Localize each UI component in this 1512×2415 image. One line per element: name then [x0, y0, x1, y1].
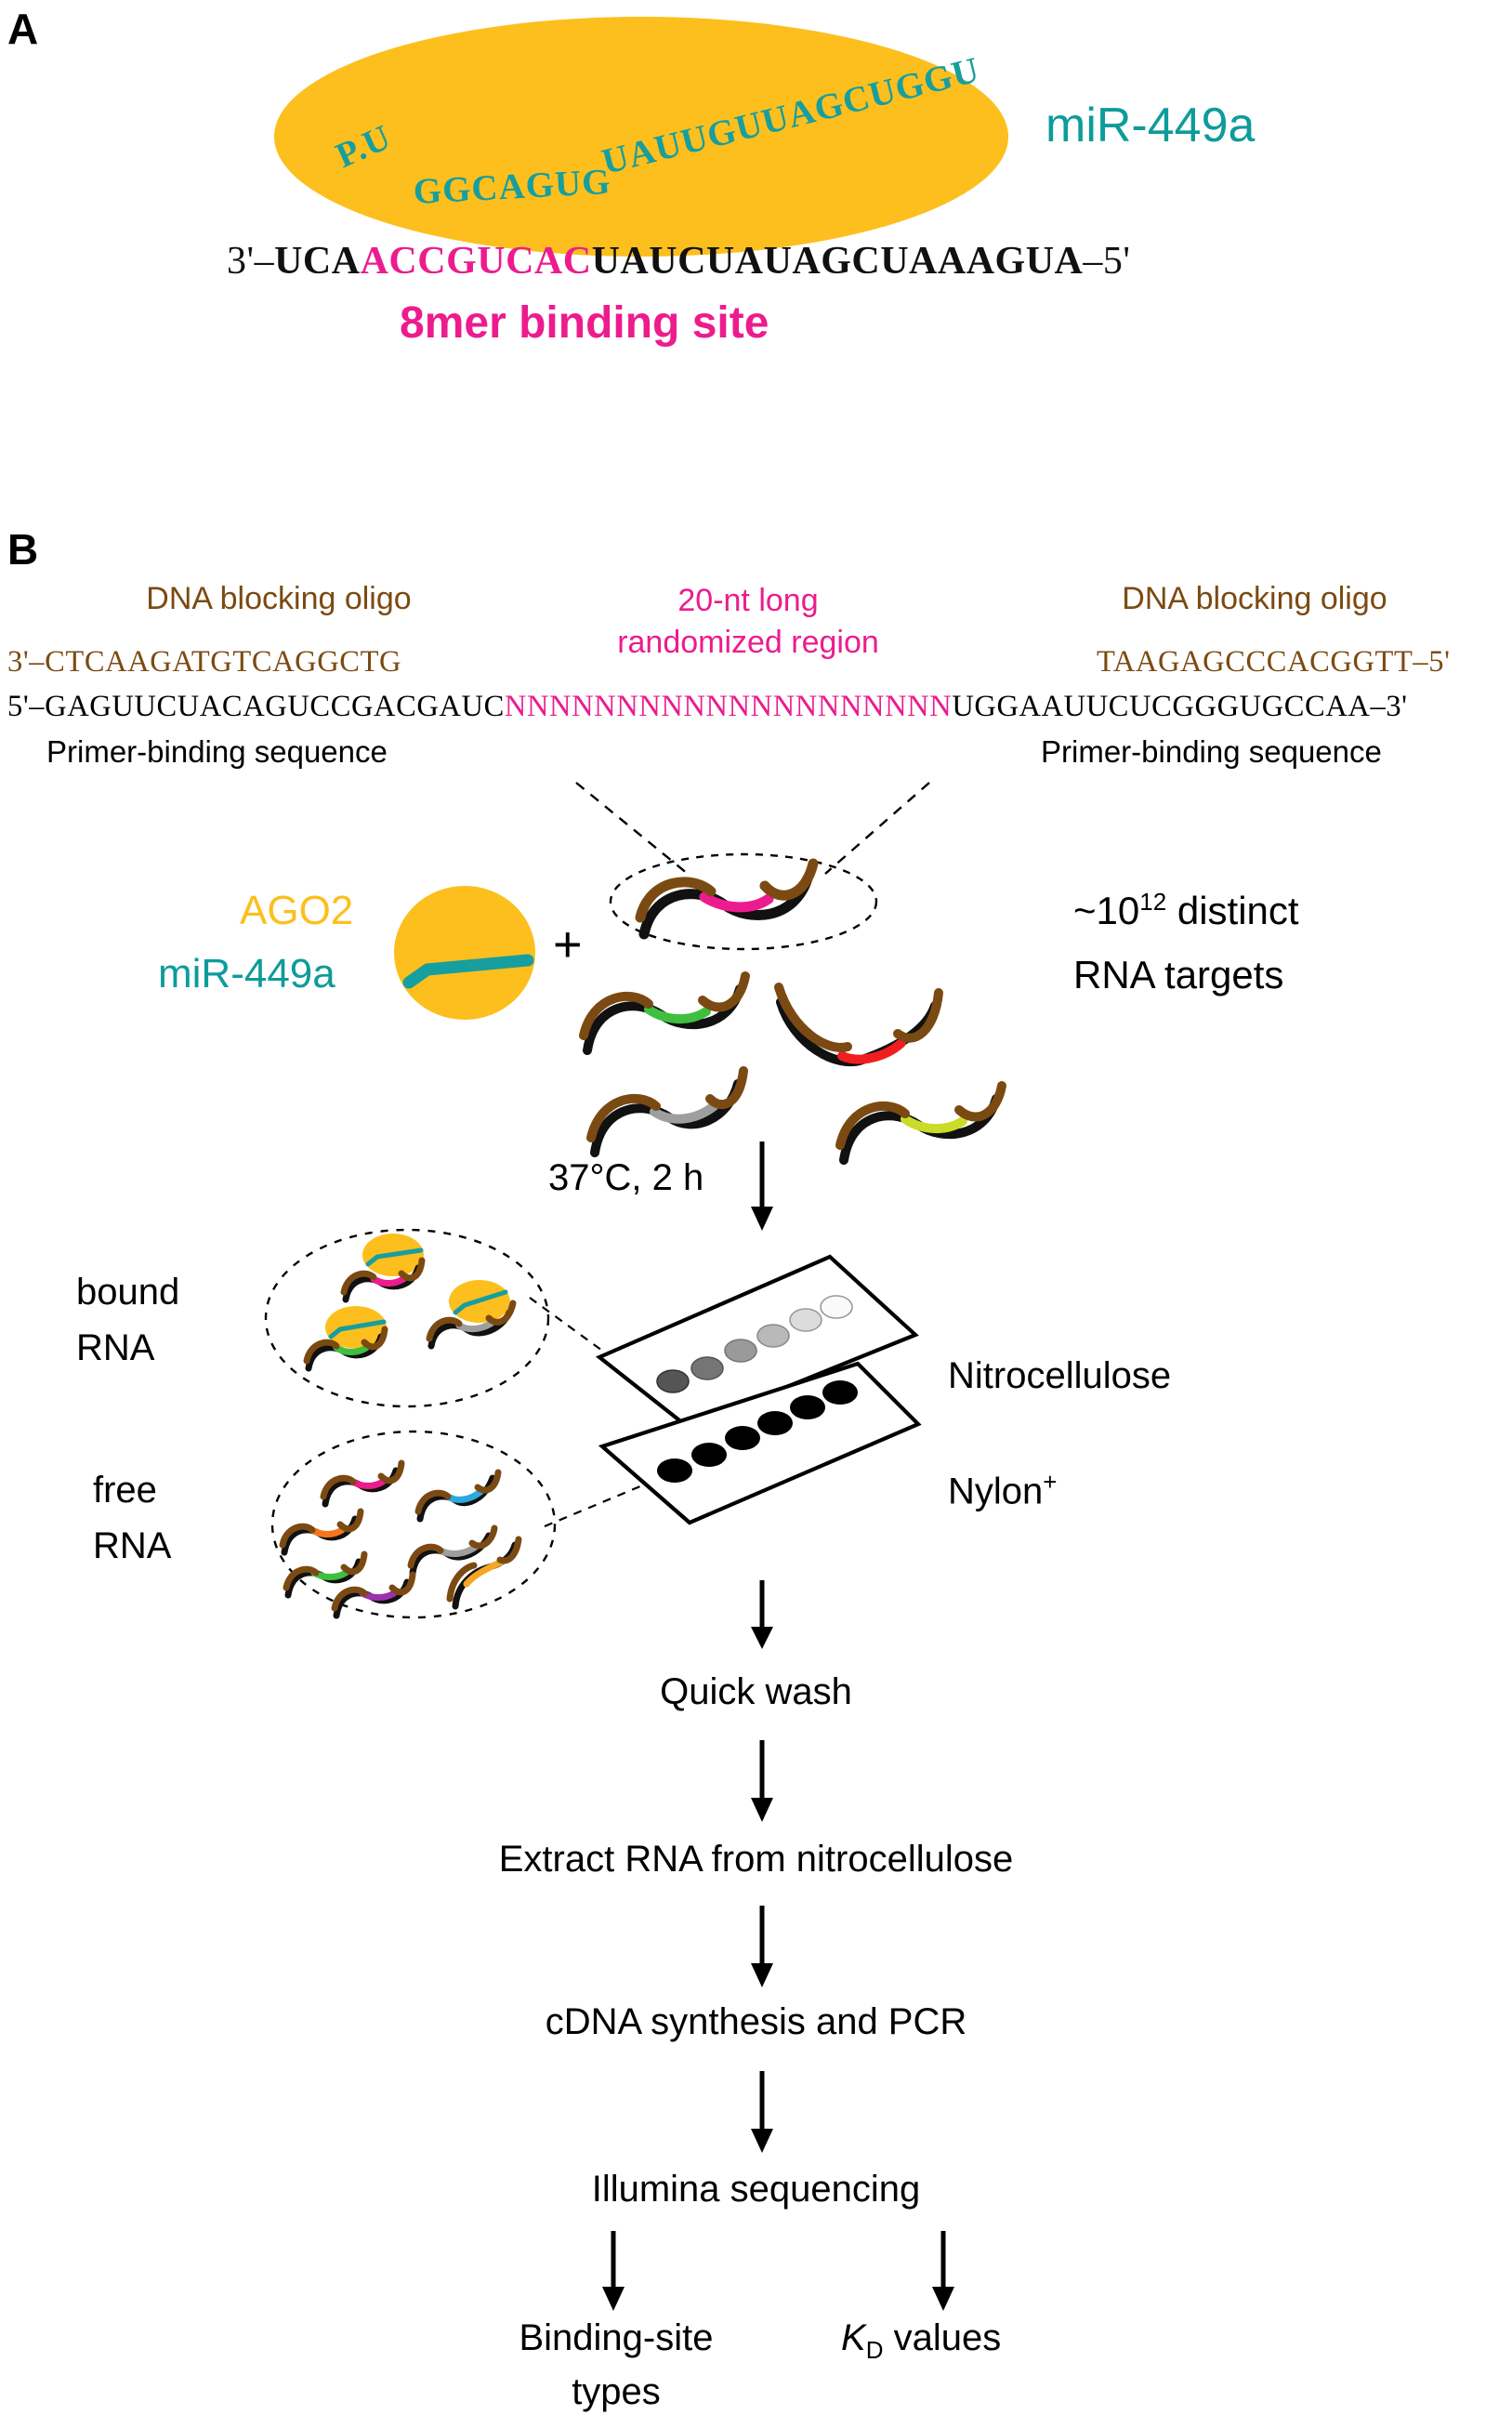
outcome-binding-site-types-line1: Binding-site — [519, 2317, 714, 2358]
ago2-body — [394, 886, 535, 1020]
target-seq-black-right: UAUCUAUAGCUAAAGUA — [591, 240, 1084, 283]
distinct-targets-line1: ~1012 distinct — [1073, 888, 1299, 933]
free-rna-orange — [279, 1508, 364, 1556]
arrow-to-quick-wash — [751, 1580, 773, 1649]
free-rna-label-line1: free — [93, 1470, 157, 1511]
step-illumina-sequencing: Illumina sequencing — [591, 2169, 921, 2210]
target-seq-suffix: –5' — [1083, 240, 1131, 283]
randomized-library-sequence: 5'–GAGUUCUACAGUCCGACGAUCNNNNNNNNNNNNNNNN… — [7, 690, 1408, 724]
binding-site-label: 8mer binding site — [400, 298, 769, 348]
dot-nylon-3 — [725, 1426, 760, 1450]
arrow-to-kd-values — [932, 2231, 954, 2311]
library-seq-randomized-n20: NNNNNNNNNNNNNNNNNNNN — [504, 690, 953, 723]
target-seq-8mer: ACCGUCAC — [360, 240, 592, 283]
callout-dashed-lines — [575, 782, 930, 875]
rna-target-pool — [579, 971, 1006, 1165]
kd-values-word: values — [883, 2317, 1002, 2358]
library-seq-5prime-primer: 5'–GAGUUCUACAGUCCGACGAUC — [7, 690, 505, 723]
distinct-targets-line2: RNA targets — [1073, 953, 1284, 996]
panel-a-letter: A — [7, 5, 39, 53]
arrow-to-cdna — [751, 1906, 773, 1987]
bound-complex-green — [303, 1306, 388, 1372]
bound-complex-gray — [426, 1280, 517, 1350]
bound-complex-magenta — [340, 1234, 426, 1303]
ago2-protein-ellipse — [394, 886, 535, 1020]
free-rna-gray — [407, 1524, 498, 1577]
arrow-to-illumina — [751, 2071, 773, 2153]
magnified-rna-ellipse — [609, 852, 878, 951]
plus-sign: + — [553, 917, 583, 972]
free-rna-blue — [414, 1469, 502, 1523]
library-seq-3prime-primer: UGGAAUUCUCGGGUGCCAA–3' — [952, 690, 1408, 723]
bound-rna-label-line1: bound — [76, 1272, 180, 1313]
nylon-membrane — [598, 1361, 922, 1525]
bound-rna-group — [264, 1228, 550, 1408]
nylon-label: Nylon+ — [948, 1467, 1057, 1514]
rna-target-red — [774, 983, 943, 1067]
arrow-to-extract — [751, 1740, 773, 1822]
free-rna-green — [283, 1551, 368, 1599]
targets-count-exponent: 12 — [1139, 888, 1167, 916]
free-rna-magenta — [320, 1459, 405, 1508]
target-rna-sequence: 3'–UCAACCGUCACUAUCUAUAGCUAAAGUA–5' — [227, 239, 1130, 284]
primer-binding-label-left: Primer-binding sequence — [46, 734, 388, 769]
blocking-oligo-right-strand — [759, 858, 819, 901]
dot-nitro-1 — [656, 1369, 690, 1393]
dot-nitro-2 — [690, 1356, 724, 1380]
dot-nitro-4 — [756, 1324, 790, 1348]
free-rna-label-line2: RNA — [93, 1525, 172, 1566]
blocking-oligo-right-sequence: TAAGAGCCCACGGTT–5' — [1097, 645, 1451, 679]
arrow-to-binding-site-types — [602, 2231, 625, 2311]
step-quick-wash: Quick wash — [660, 1671, 852, 1712]
mirna-strand-in-ago2 — [402, 954, 534, 989]
randomized-region-title-line2: randomized region — [617, 625, 879, 660]
step-cdna-pcr: cDNA synthesis and PCR — [545, 2001, 967, 2042]
outcome-kd-values: KD values — [841, 2315, 1001, 2366]
target-seq-prefix: 3'– — [227, 240, 275, 283]
kd-k-symbol: K — [841, 2317, 866, 2358]
free-rna-purple — [331, 1571, 416, 1619]
membranes-group — [595, 1254, 922, 1525]
kd-d-subscript: D — [865, 2336, 884, 2364]
blocking-oligo-left-strand — [635, 877, 717, 923]
bound-rna-ellipse — [264, 1228, 550, 1408]
blocking-oligo-left-title: DNA blocking oligo — [146, 581, 412, 616]
blocking-oligo-right-title: DNA blocking oligo — [1122, 581, 1387, 616]
ago2-label: AGO2 — [240, 888, 354, 933]
rna-target-gray — [586, 1066, 748, 1157]
dot-nylon-4 — [757, 1411, 793, 1435]
step-extract-rna: Extract RNA from nitrocellulose — [498, 1839, 1014, 1880]
dot-nitro-6 — [820, 1295, 853, 1319]
panel-b-letter: B — [7, 525, 39, 574]
nitrocellulose-label: Nitrocellulose — [948, 1355, 1172, 1396]
magnified-rna-target — [609, 852, 878, 951]
primer-binding-label-right: Primer-binding sequence — [1041, 734, 1382, 769]
nylon-label-text: Nylon — [948, 1471, 1044, 1512]
targets-distinct-word: distinct — [1166, 889, 1299, 932]
blocking-oligo-left-sequence: 3'–CTCAAGATGTCAGGCTG — [7, 645, 402, 679]
ago2-ellipse-panel-a — [274, 17, 1008, 257]
rna-target-green — [579, 971, 750, 1055]
nylon-plus-superscript: + — [1043, 1468, 1058, 1496]
rna-randomized-segment — [699, 891, 774, 913]
rna-target-yellowgreen — [835, 1081, 1006, 1165]
randomized-region-title-line1: 20-nt long — [677, 583, 819, 618]
incubation-condition-label: 37°C, 2 h — [548, 1157, 704, 1198]
bound-rna-label-line2: RNA — [76, 1327, 155, 1368]
mirna-name-label: miR-449a — [1045, 99, 1256, 152]
dot-nylon-6 — [822, 1380, 858, 1405]
dot-nylon-5 — [790, 1395, 825, 1419]
dot-nitro-3 — [724, 1339, 757, 1363]
free-rna-amber — [446, 1536, 522, 1610]
dot-nylon-2 — [691, 1443, 727, 1467]
dot-nitro-5 — [789, 1308, 822, 1332]
incubation-arrow — [751, 1142, 773, 1231]
mir449a-label-panel-b: miR-449a — [158, 951, 335, 996]
dot-nylon-1 — [657, 1458, 692, 1483]
target-seq-black-left: UCA — [274, 240, 361, 283]
free-rna-ellipse — [270, 1430, 557, 1619]
free-rna-group — [270, 1430, 557, 1619]
targets-count-base: ~10 — [1073, 889, 1140, 932]
